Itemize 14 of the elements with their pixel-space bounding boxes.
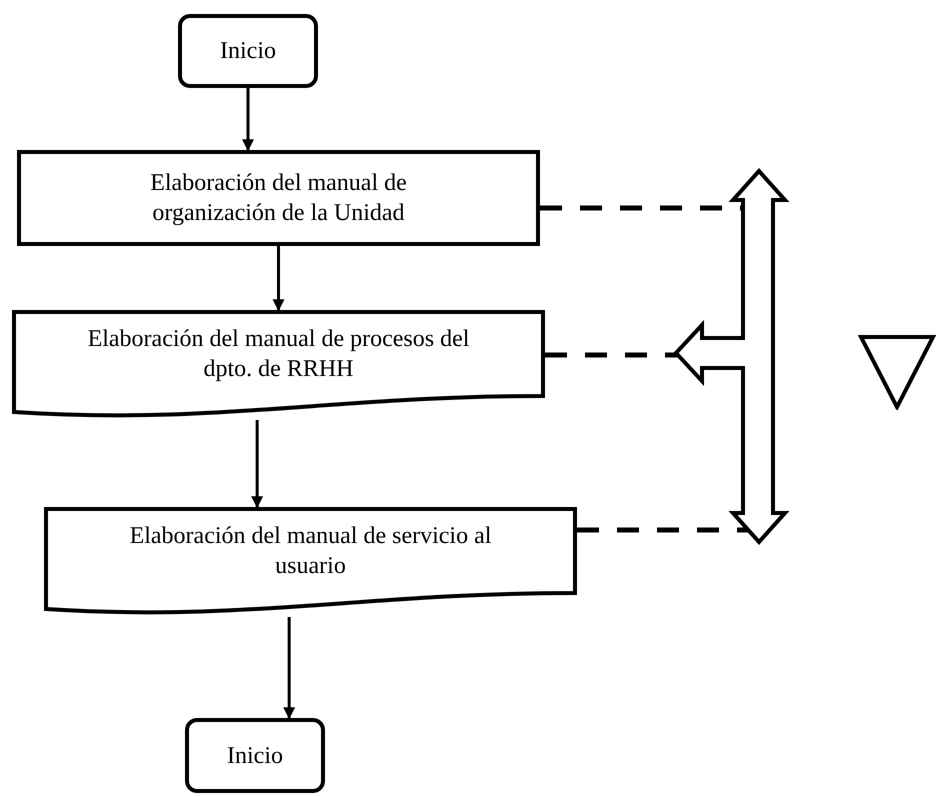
node-label: Elaboración del manual de procesos del dpto. de RRHH — [86, 325, 470, 384]
process-box — [17, 150, 540, 246]
arrow — [251, 420, 264, 508]
triangle-symbol — [858, 334, 936, 410]
arrow — [283, 617, 296, 720]
arrow — [272, 246, 284, 312]
arrow — [242, 88, 254, 152]
terminal-box — [178, 14, 318, 88]
node-label: Inicio — [226, 742, 284, 770]
terminal-box — [185, 718, 325, 793]
dashed-connector — [577, 528, 748, 532]
node-label: Elaboración del manual de organización de la Unidad — [149, 169, 408, 228]
node-label: Inicio — [219, 37, 277, 66]
node-label: Elaboración del manual de servicio al usuario — [128, 522, 492, 581]
